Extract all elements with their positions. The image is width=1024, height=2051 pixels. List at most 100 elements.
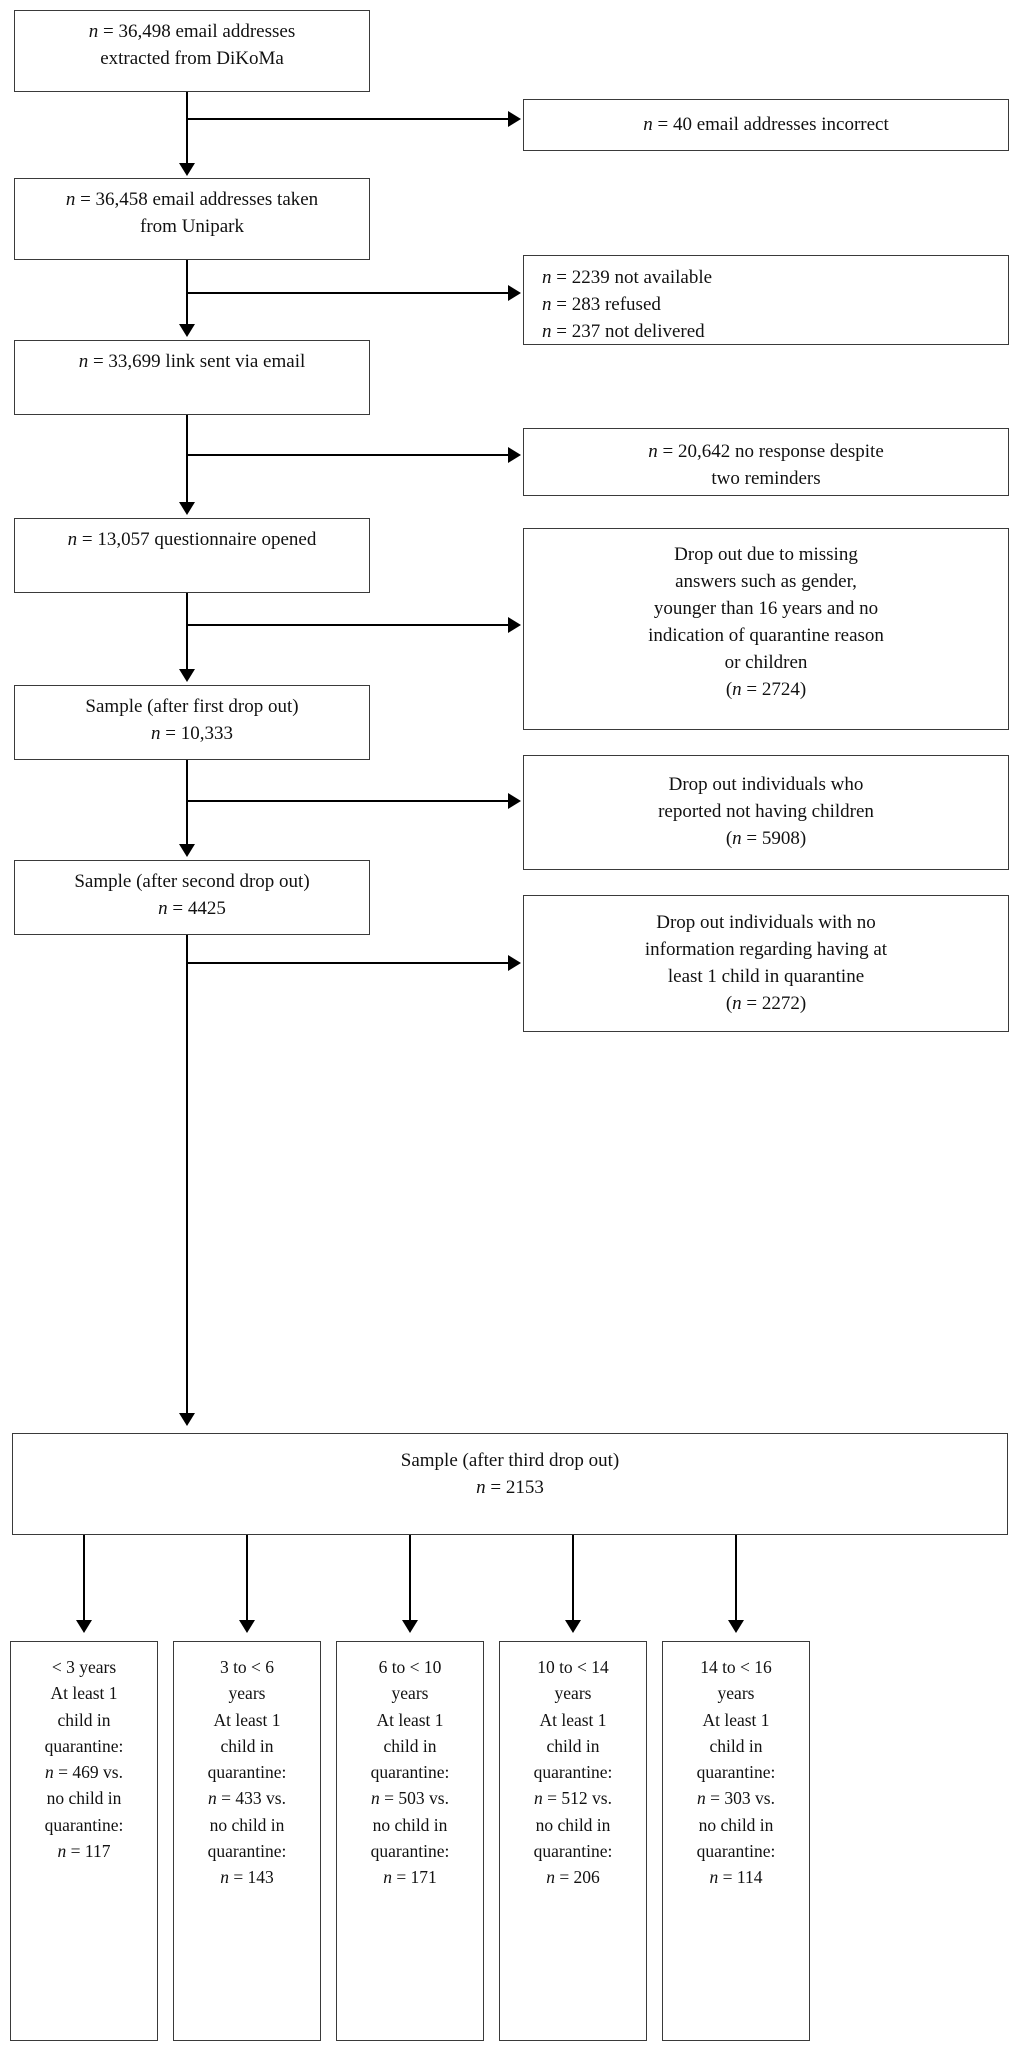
node-drop-missing-line-4: indication of quarantine reason bbox=[648, 624, 884, 646]
node-age-14to16-line-1: 14 to < 16 bbox=[700, 1657, 772, 1677]
arrowhead-extracted-to-incorrect bbox=[508, 111, 521, 127]
node-age-10to14-line-6: n = 512 vs. bbox=[534, 1788, 612, 1809]
node-age-6to10-line-8: quarantine: bbox=[370, 1840, 450, 1861]
node-drop-missing-line-2: answers such as gender, bbox=[675, 570, 857, 592]
node-age-3to6-line-8: quarantine: bbox=[207, 1840, 287, 1861]
node-drop-missing-line-1: Drop out due to missing bbox=[674, 544, 858, 565]
node-unipark-line-2: from Unipark bbox=[140, 215, 244, 237]
node-age-3to6-line-1: 3 to < 6 bbox=[219, 1657, 275, 1677]
node-age-10to14: 10 to < 14 years At least 1 child in qua… bbox=[499, 1641, 647, 2041]
node-age-lt3-line-2: At least 1 bbox=[50, 1683, 118, 1704]
node-age-6to10-line-5: quarantine: bbox=[370, 1762, 450, 1782]
connector-sample-second-to-third bbox=[186, 935, 188, 1415]
node-age-lt3-line-7: quarantine: bbox=[44, 1814, 124, 1835]
connector-link-sent-to-questionnaire bbox=[186, 415, 188, 503]
connector-extracted-to-unipark bbox=[186, 92, 188, 165]
arrowhead-sample-second-to-third bbox=[179, 1413, 195, 1426]
node-sample-first: Sample (after first drop out) n = 10,333 bbox=[14, 685, 370, 760]
arrowhead-questionnaire-to-drop-missing bbox=[508, 617, 521, 633]
node-age-10to14-line-8: quarantine: bbox=[533, 1840, 613, 1861]
node-age-6to10-line-7: no child in bbox=[372, 1814, 448, 1835]
node-extracted: n = 36,498 email addresses extracted fro… bbox=[14, 10, 370, 92]
node-age-10to14-line-5: quarantine: bbox=[533, 1762, 613, 1782]
node-extracted-line-1: n = 36,498 email addresses bbox=[88, 21, 296, 42]
node-drop-no-info: Drop out individuals with no information… bbox=[523, 895, 1009, 1032]
node-age-3to6-line-4: child in bbox=[220, 1735, 274, 1756]
node-questionnaire-opened: n = 13,057 questionnaire opened bbox=[14, 518, 370, 593]
node-sample-second-line-1: Sample (after second drop out) bbox=[74, 871, 310, 892]
connector-third-to-age-14to16 bbox=[735, 1535, 737, 1621]
node-age-14to16-line-3: At least 1 bbox=[702, 1709, 770, 1730]
node-age-10to14-line-9: n = 206 bbox=[546, 1867, 600, 1887]
node-no-response: n = 20,642 no response despite two remin… bbox=[523, 428, 1009, 496]
node-sample-first-line-1: Sample (after first drop out) bbox=[85, 696, 299, 717]
node-age-14to16: 14 to < 16 years At least 1 child in qua… bbox=[662, 1641, 810, 2041]
node-drop-no-children-line-3: (n = 5908) bbox=[725, 827, 807, 849]
connector-third-to-age-3to6 bbox=[246, 1535, 248, 1621]
connector-third-to-age-lt3 bbox=[83, 1535, 85, 1621]
node-not-available-line-2: n = 283 refused bbox=[542, 293, 661, 315]
node-age-lt3-line-6: no child in bbox=[46, 1788, 122, 1809]
connector-third-to-age-6to10 bbox=[409, 1535, 411, 1621]
arrowhead-third-to-age-lt3 bbox=[76, 1620, 92, 1633]
node-age-10to14-line-7: no child in bbox=[535, 1814, 611, 1835]
node-age-6to10: 6 to < 10 years At least 1 child in quar… bbox=[336, 1641, 484, 2041]
node-age-3to6-line-6: n = 433 vs. bbox=[208, 1788, 286, 1809]
node-age-3to6-line-5: quarantine: bbox=[207, 1762, 287, 1782]
connector-unipark-to-not-available bbox=[186, 292, 511, 294]
node-age-6to10-line-4: child in bbox=[383, 1735, 437, 1756]
node-sample-third-line-2: n = 2153 bbox=[476, 1476, 544, 1498]
node-drop-missing: Drop out due to missing answers such as … bbox=[523, 528, 1009, 730]
connector-sample-first-to-drop-no-children bbox=[186, 800, 511, 802]
node-link-sent: n = 33,699 link sent via email bbox=[14, 340, 370, 415]
node-sample-third-line-1: Sample (after third drop out) bbox=[400, 1450, 620, 1471]
node-not-available-line-3: n = 237 not delivered bbox=[542, 320, 705, 342]
node-drop-missing-line-3: younger than 16 years and no bbox=[653, 597, 879, 619]
node-age-10to14-line-1: 10 to < 14 bbox=[537, 1657, 609, 1677]
node-age-6to10-line-6: n = 503 vs. bbox=[371, 1788, 449, 1809]
node-drop-no-info-line-2: information regarding having at bbox=[644, 938, 888, 960]
node-no-response-line-1: n = 20,642 no response despite bbox=[648, 441, 884, 462]
node-sample-second: Sample (after second drop out) n = 4425 bbox=[14, 860, 370, 935]
arrowhead-unipark-to-link-sent bbox=[179, 324, 195, 337]
arrowhead-unipark-to-not-available bbox=[508, 285, 521, 301]
node-incorrect-line-1: n = 40 email addresses incorrect bbox=[643, 114, 889, 135]
connector-sample-second-to-drop-no-info bbox=[186, 962, 511, 964]
arrowhead-link-sent-to-no-response bbox=[508, 447, 521, 463]
node-age-6to10-line-3: At least 1 bbox=[376, 1709, 444, 1730]
node-age-10to14-line-2: years bbox=[554, 1683, 592, 1704]
node-age-lt3: < 3 years At least 1 child in quarantine… bbox=[10, 1641, 158, 2041]
node-age-14to16-line-8: quarantine: bbox=[696, 1840, 776, 1861]
node-age-lt3-line-5: n = 469 vs. bbox=[45, 1762, 123, 1782]
node-drop-missing-line-6: (n = 2724) bbox=[725, 678, 807, 700]
connector-link-sent-to-no-response bbox=[186, 454, 511, 456]
node-not-available: n = 2239 not available n = 283 refused n… bbox=[523, 255, 1009, 345]
arrowhead-extracted-to-unipark bbox=[179, 163, 195, 176]
node-drop-no-children-line-1: Drop out individuals who bbox=[668, 774, 864, 795]
node-sample-second-line-2: n = 4425 bbox=[158, 897, 226, 919]
node-age-6to10-line-1: 6 to < 10 bbox=[378, 1657, 442, 1677]
node-incorrect: n = 40 email addresses incorrect bbox=[523, 99, 1009, 151]
node-drop-no-info-line-4: (n = 2272) bbox=[725, 992, 807, 1014]
node-extracted-line-2: extracted from DiKoMa bbox=[100, 47, 284, 69]
arrowhead-third-to-age-10to14 bbox=[565, 1620, 581, 1633]
node-age-3to6: 3 to < 6 years At least 1 child in quara… bbox=[173, 1641, 321, 2041]
node-age-14to16-line-9: n = 114 bbox=[709, 1867, 763, 1887]
node-age-3to6-line-7: no child in bbox=[209, 1814, 285, 1835]
node-drop-no-info-line-3: least 1 child in quarantine bbox=[667, 965, 865, 987]
connector-questionnaire-to-sample-first bbox=[186, 593, 188, 670]
node-age-lt3-line-1: < 3 years bbox=[51, 1657, 117, 1677]
arrowhead-questionnaire-to-sample-first bbox=[179, 669, 195, 682]
arrowhead-link-sent-to-questionnaire bbox=[179, 502, 195, 515]
node-age-14to16-line-2: years bbox=[717, 1683, 755, 1704]
arrowhead-third-to-age-6to10 bbox=[402, 1620, 418, 1633]
node-age-10to14-line-4: child in bbox=[546, 1735, 600, 1756]
node-link-sent-line-1: n = 33,699 link sent via email bbox=[78, 351, 306, 372]
node-age-6to10-line-2: years bbox=[391, 1683, 429, 1704]
node-age-3to6-line-9: n = 143 bbox=[220, 1867, 274, 1887]
node-age-10to14-line-3: At least 1 bbox=[539, 1709, 607, 1730]
node-sample-first-line-2: n = 10,333 bbox=[151, 722, 233, 744]
connector-sample-first-to-second bbox=[186, 760, 188, 845]
node-age-14to16-line-4: child in bbox=[709, 1735, 763, 1756]
